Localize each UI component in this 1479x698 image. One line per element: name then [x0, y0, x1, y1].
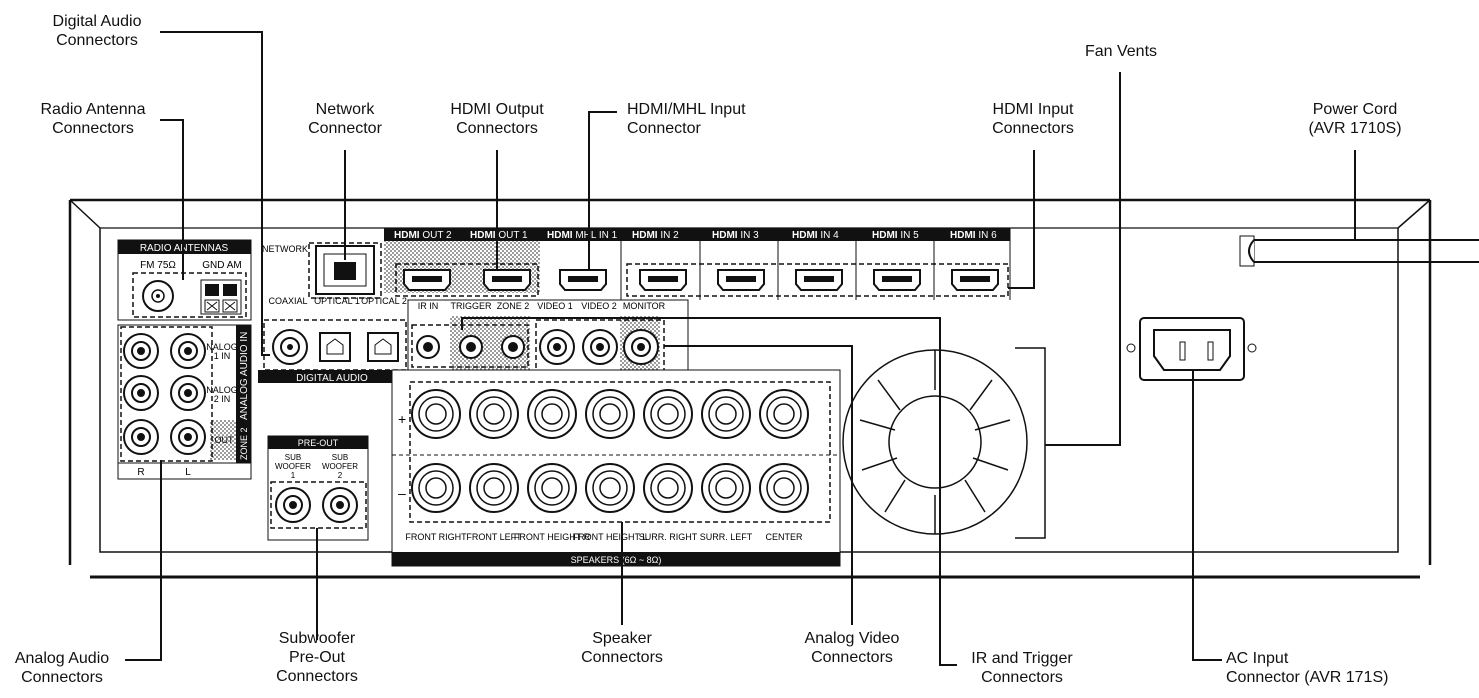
label-optical2: OPTICAL 2	[361, 296, 407, 306]
optical1-jack	[319, 332, 351, 362]
callout-radio-antenna: Radio Antenna Connectors	[40, 101, 146, 137]
label-optical1: OPTICAL 1	[314, 296, 360, 306]
speaker-post-plus	[527, 389, 577, 439]
speaker-label: FRONT LEFT	[466, 532, 522, 542]
speaker-post-minus	[527, 463, 577, 513]
label-plus: +	[398, 411, 406, 427]
speaker-post-plus	[411, 389, 461, 439]
label-digital-audio: DIGITAL AUDIO	[296, 373, 368, 384]
label-monitor: MONITOR	[623, 301, 666, 311]
fan-vents	[842, 347, 1046, 539]
label-hdmi-mhl-in1: HDMI MHL IN 1	[547, 230, 618, 241]
label-hdmi-in5: HDMI IN 5	[872, 230, 919, 241]
label-gnd-am: GND AM	[202, 260, 241, 271]
callout-speaker: Speaker Connectors	[581, 630, 663, 666]
speaker-post-plus	[469, 389, 519, 439]
label-hdmi-out2: HDMI OUT 2	[394, 230, 452, 241]
speaker-label: SURR. LEFT	[700, 532, 753, 542]
label-minus: –	[398, 485, 406, 501]
label-r: R	[137, 467, 144, 478]
speaker-label: FRONT HEIGHT L	[573, 532, 648, 542]
label-radio-antennas: RADIO ANTENNAS	[140, 243, 229, 254]
speaker-post-plus	[701, 389, 751, 439]
callout-network: Network Connector	[308, 101, 382, 137]
label-analog-audio-in: ANALOG AUDIO IN	[239, 332, 250, 420]
label-hdmi-in4: HDMI IN 4	[792, 230, 839, 241]
radio-antenna-section: RADIO ANTENNAS FM 75Ω GND AM	[117, 239, 252, 321]
callout-hdmi-input: HDMI Input Connectors	[992, 101, 1074, 137]
speaker-post-minus	[469, 463, 519, 513]
label-network: NETWORK	[262, 244, 308, 254]
label-coaxial: COAXIAL	[268, 296, 307, 306]
ac-input	[1126, 317, 1257, 381]
callout-subwoofer: Subwoofer Pre-Out Connectors	[276, 630, 358, 685]
speaker-post-plus	[585, 389, 635, 439]
label-fm: FM 75Ω	[140, 260, 176, 271]
label-video1: VIDEO 1	[537, 301, 573, 311]
ir-trigger-video-section: IR IN TRIGGER ZONE 2 VIDEO 1 VIDEO 2 MON…	[407, 299, 689, 373]
power-cord	[1239, 235, 1479, 267]
label-speakers-ohm: SPEAKERS (6Ω ~ 8Ω)	[571, 555, 662, 565]
callout-digital-audio: Digital Audio Connectors	[52, 13, 142, 49]
callout-hdmi-output: HDMI Output Connectors	[450, 101, 544, 137]
speaker-label: SURR. RIGHT	[639, 532, 698, 542]
label-assigned-amp: ASSIGNED AMP	[556, 540, 624, 550]
callout-power-cord: Power Cord (AVR 1710S)	[1308, 101, 1402, 137]
label-trigger: TRIGGER	[450, 301, 492, 311]
callout-analog-video: Analog Video Connectors	[804, 630, 900, 666]
label-pre-out: PRE-OUT	[298, 438, 339, 448]
speaker-post-plus	[643, 389, 693, 439]
callout-ac-input: AC Input Connector (AVR 171S)	[1226, 650, 1389, 686]
callout-hdmi-mhl-input: HDMI/MHL Input Connector	[627, 101, 746, 137]
speaker-post-minus	[701, 463, 751, 513]
label-zone2: ZONE 2	[497, 301, 530, 311]
label-hdmi-in3: HDMI IN 3	[712, 230, 759, 241]
callout-fan-vents: Fan Vents	[1084, 43, 1158, 60]
label-l: L	[185, 467, 191, 478]
optical2-jack	[367, 332, 399, 362]
label-hdmi-in6: HDMI IN 6	[950, 230, 997, 241]
speaker-post-minus	[759, 463, 809, 513]
callout-analog-audio: Analog Audio Connectors	[14, 650, 110, 686]
chassis	[68, 198, 1432, 579]
speaker-label: CENTER	[765, 532, 803, 542]
speaker-label: FRONT HEIGHT R	[514, 532, 591, 542]
label-zone-out: OUT	[215, 435, 235, 445]
speaker-post-minus	[411, 463, 461, 513]
label-hdmi-in2: HDMI IN 2	[632, 230, 679, 241]
speaker-post-minus	[643, 463, 693, 513]
leader-lines	[125, 31, 1356, 666]
callout-ir-trigger: IR and Trigger Connectors	[971, 650, 1073, 686]
label-ir-in: IR IN	[418, 301, 439, 311]
label-video2: VIDEO 2	[581, 301, 617, 311]
speaker-label: FRONT RIGHT	[405, 532, 467, 542]
hdmi-section: HDMI OUT 2 HDMI OUT 1 HDMI MHL IN 1 HDMI…	[384, 228, 1011, 300]
speaker-section: + – ASSIGNED AMP SPEAKERS (6Ω ~ 8Ω) FRON…	[391, 369, 841, 567]
label-zone2-side: ZONE 2	[239, 427, 249, 460]
speaker-post-plus	[759, 389, 809, 439]
label-hdmi-out1: HDMI OUT 1	[470, 230, 528, 241]
speaker-post-minus	[585, 463, 635, 513]
